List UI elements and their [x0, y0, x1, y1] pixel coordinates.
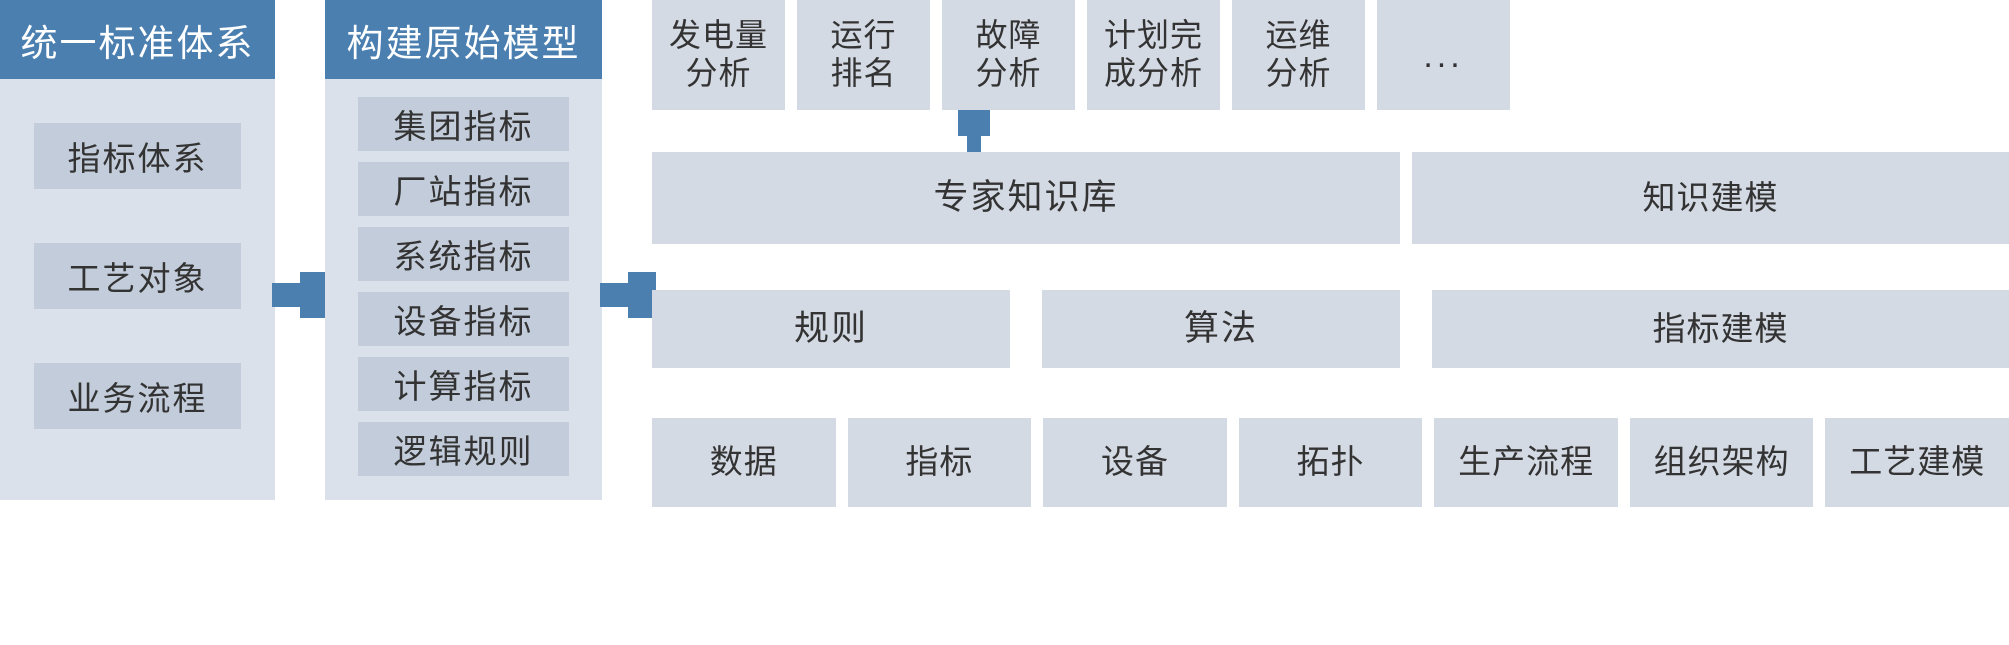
analysis-tile-plan-completion[interactable]: 计划完 成分析: [1087, 0, 1220, 110]
foundation-tile-production-process[interactable]: 生产流程: [1434, 418, 1618, 507]
standards-item-process-object[interactable]: 工艺对象: [34, 243, 241, 309]
model-panel-body: 集团指标 厂站指标 系统指标 设备指标 计算指标 逻辑规则: [325, 79, 602, 476]
arrow-head: [958, 110, 990, 136]
rule-row: 规则 算法 指标建模: [652, 290, 2009, 368]
indicator-modeling-tile[interactable]: 指标建模: [1432, 290, 2009, 368]
foundation-tile-process-modeling[interactable]: 工艺建模: [1825, 418, 2009, 507]
arrow-head: [300, 272, 328, 318]
foundation-tile-org-structure[interactable]: 组织架构: [1629, 418, 1814, 507]
right-area: 发电量 分析 运行 排名 故障 分析 计划完 成分析 运维 分析 ... 专家知…: [652, 0, 2009, 645]
foundation-tile-device[interactable]: 设备: [1043, 418, 1227, 507]
model-panel-title: 构建原始模型: [325, 0, 602, 79]
standards-item-business-process[interactable]: 业务流程: [34, 363, 241, 429]
analysis-tile-operation-ranking[interactable]: 运行 排名: [797, 0, 930, 110]
analysis-tile-power-generation[interactable]: 发电量 分析: [652, 0, 785, 110]
analysis-row: 发电量 分析 运行 排名 故障 分析 计划完 成分析 运维 分析 ...: [652, 0, 1510, 110]
knowledge-row: 专家知识库 知识建模: [652, 152, 2009, 244]
model-item-system-indicator[interactable]: 系统指标: [358, 227, 569, 281]
arrow-standards-to-model: [272, 272, 328, 318]
knowledge-base-tile[interactable]: 专家知识库: [652, 152, 1400, 244]
model-panel: 构建原始模型 集团指标 厂站指标 系统指标 设备指标 计算指标 逻辑规则: [325, 0, 602, 500]
model-item-plant-indicator[interactable]: 厂站指标: [358, 162, 569, 216]
foundation-tile-topology[interactable]: 拓扑: [1238, 418, 1423, 507]
foundation-row: 数据 指标 设备 拓扑 生产流程 组织架构 工艺建模: [652, 418, 2009, 507]
foundation-tile-indicator[interactable]: 指标: [847, 418, 1032, 507]
model-item-group-indicator[interactable]: 集团指标: [358, 97, 569, 151]
standards-item-indicator-system[interactable]: 指标体系: [34, 123, 241, 189]
model-item-device-indicator[interactable]: 设备指标: [358, 292, 569, 346]
analysis-tile-maintenance[interactable]: 运维 分析: [1232, 0, 1365, 110]
rule-tile[interactable]: 规则: [652, 290, 1010, 368]
model-item-logic-rule[interactable]: 逻辑规则: [358, 422, 569, 476]
arrow-model-to-rules: [600, 272, 656, 318]
standards-panel-title: 统一标准体系: [0, 0, 275, 79]
standards-panel: 统一标准体系 指标体系 工艺对象 业务流程: [0, 0, 275, 500]
knowledge-modeling-tile[interactable]: 知识建模: [1412, 152, 2009, 244]
arrow-head: [628, 272, 656, 318]
algorithm-tile[interactable]: 算法: [1042, 290, 1400, 368]
model-item-calculated-indicator[interactable]: 计算指标: [358, 357, 569, 411]
foundation-tile-data[interactable]: 数据: [652, 418, 836, 507]
analysis-tile-fault-analysis[interactable]: 故障 分析: [942, 0, 1075, 110]
analysis-tile-more[interactable]: ...: [1377, 0, 1510, 110]
standards-panel-body: 指标体系 工艺对象 业务流程: [0, 79, 275, 429]
